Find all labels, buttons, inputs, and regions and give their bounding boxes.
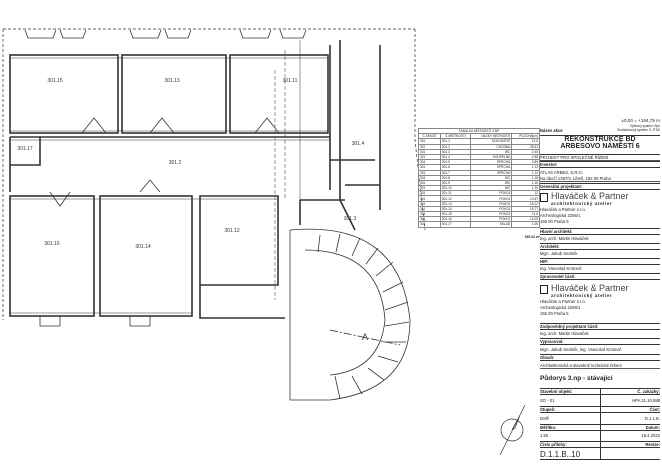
project-title-1: REKONSTRUKCE BD	[540, 135, 660, 144]
chief-architect: Ing. arch. Martin Hlaváček	[540, 236, 589, 241]
firm-name: Hlaváček a Partner s.r.o.	[540, 299, 586, 304]
room-label: 301.11	[283, 78, 298, 84]
content-label: Obsah:	[540, 354, 660, 361]
walls	[9, 40, 381, 319]
floor-plan: 301.15 301.13 301.11 301.17 301.2 301.16…	[2, 28, 526, 456]
investor-name: ATLAS ARBES, S.R.O.	[540, 170, 583, 175]
annex-revision-row: Číslo přílohy:Revize:	[540, 441, 660, 448]
stage-part-row: Stupeň:Část:	[540, 406, 660, 413]
table-cell: 301.17	[439, 221, 472, 228]
section-line	[329, 329, 401, 346]
general-designer-label: Generální projektant:	[540, 183, 660, 190]
dimension-lines	[10, 40, 330, 314]
elevation: ±0,00 = +194,75 m	[621, 118, 660, 123]
scale-date-row: Měřítko:Datum:	[540, 424, 660, 431]
prepared: MgA. Jakub Sedmík, Ing. Vsevolod Krotovi…	[540, 347, 622, 352]
building-order-row: Stavební objekt:Č. zakázky:	[540, 388, 660, 395]
investor-label: Investor:	[540, 161, 660, 168]
compass-icon	[499, 404, 526, 456]
content: Architektonická a stavebně technické řeš…	[540, 363, 660, 369]
drawing-title: Půdorys 3.np - stávající	[540, 375, 613, 382]
responsible: Ing. arch. Martin Hlaváček	[540, 331, 589, 336]
table-cell: 1.05	[511, 221, 540, 228]
firm-street: Archeologická 2256/1	[540, 305, 581, 310]
firm-street: Archeologická 2256/1	[540, 213, 581, 218]
phase: PROJEKT PRO SPOLEČNÉ ŘÍZENÍ	[540, 154, 660, 161]
room-label: 301.15	[47, 78, 63, 84]
height-system: Výškový systém: Bpv	[629, 124, 660, 128]
room-label: 301.13	[164, 78, 180, 84]
project-label: Název akce	[540, 128, 563, 133]
annex-number: D.1.1.B..10	[540, 450, 660, 460]
responsible-label: Zodpovědný projektant části:	[540, 323, 660, 330]
hip-label: HIP:	[540, 258, 660, 265]
title-block: ±0,00 = +194,75 m Výškový systém: Bpv So…	[540, 116, 660, 462]
spiral-staircase	[289, 228, 411, 401]
outline-dashed	[2, 28, 426, 320]
investor-address: Na úbočí 1397/3, Libeň, 182 00 Praha	[540, 176, 660, 182]
room-table-total: 159.34 m²	[524, 235, 540, 239]
room-label: 301.12	[224, 228, 240, 234]
architect: MgA. Jakub Sedmík	[540, 251, 578, 256]
architect-label: Architekt:	[540, 243, 660, 250]
part-processor-label: Zpracovatel části:	[540, 273, 660, 280]
table-cell: SKLAD	[470, 221, 513, 228]
room-label: 301.2	[169, 160, 182, 166]
room-label: 301.16	[44, 241, 60, 247]
firm-name: Hlaváček a Partner s.r.o.	[540, 207, 586, 212]
firm-city: 155 00 Praha 5	[540, 311, 569, 316]
table-cell: 301	[418, 221, 441, 228]
room-label: 301.14	[135, 244, 151, 250]
room-label: 301.17	[17, 146, 33, 152]
project-title-2: ARBESOVO NÁMĚSTÍ 6	[560, 143, 640, 150]
room-label: 301.4	[352, 141, 365, 147]
coord-system: Souřadnicový systém: S-JTSK	[616, 128, 660, 132]
room-label: 301.3	[344, 216, 357, 222]
firm-city: 155 00 Praha 5	[540, 219, 569, 224]
doors	[49, 117, 280, 207]
window-bays	[24, 29, 307, 327]
chief-architect-label: Hlavní architekt:	[540, 228, 660, 235]
prepared-label: Vypracoval:	[540, 338, 660, 345]
hip: Ing. Vsevolod Krotovič	[540, 266, 582, 271]
section-label: A	[362, 332, 368, 342]
